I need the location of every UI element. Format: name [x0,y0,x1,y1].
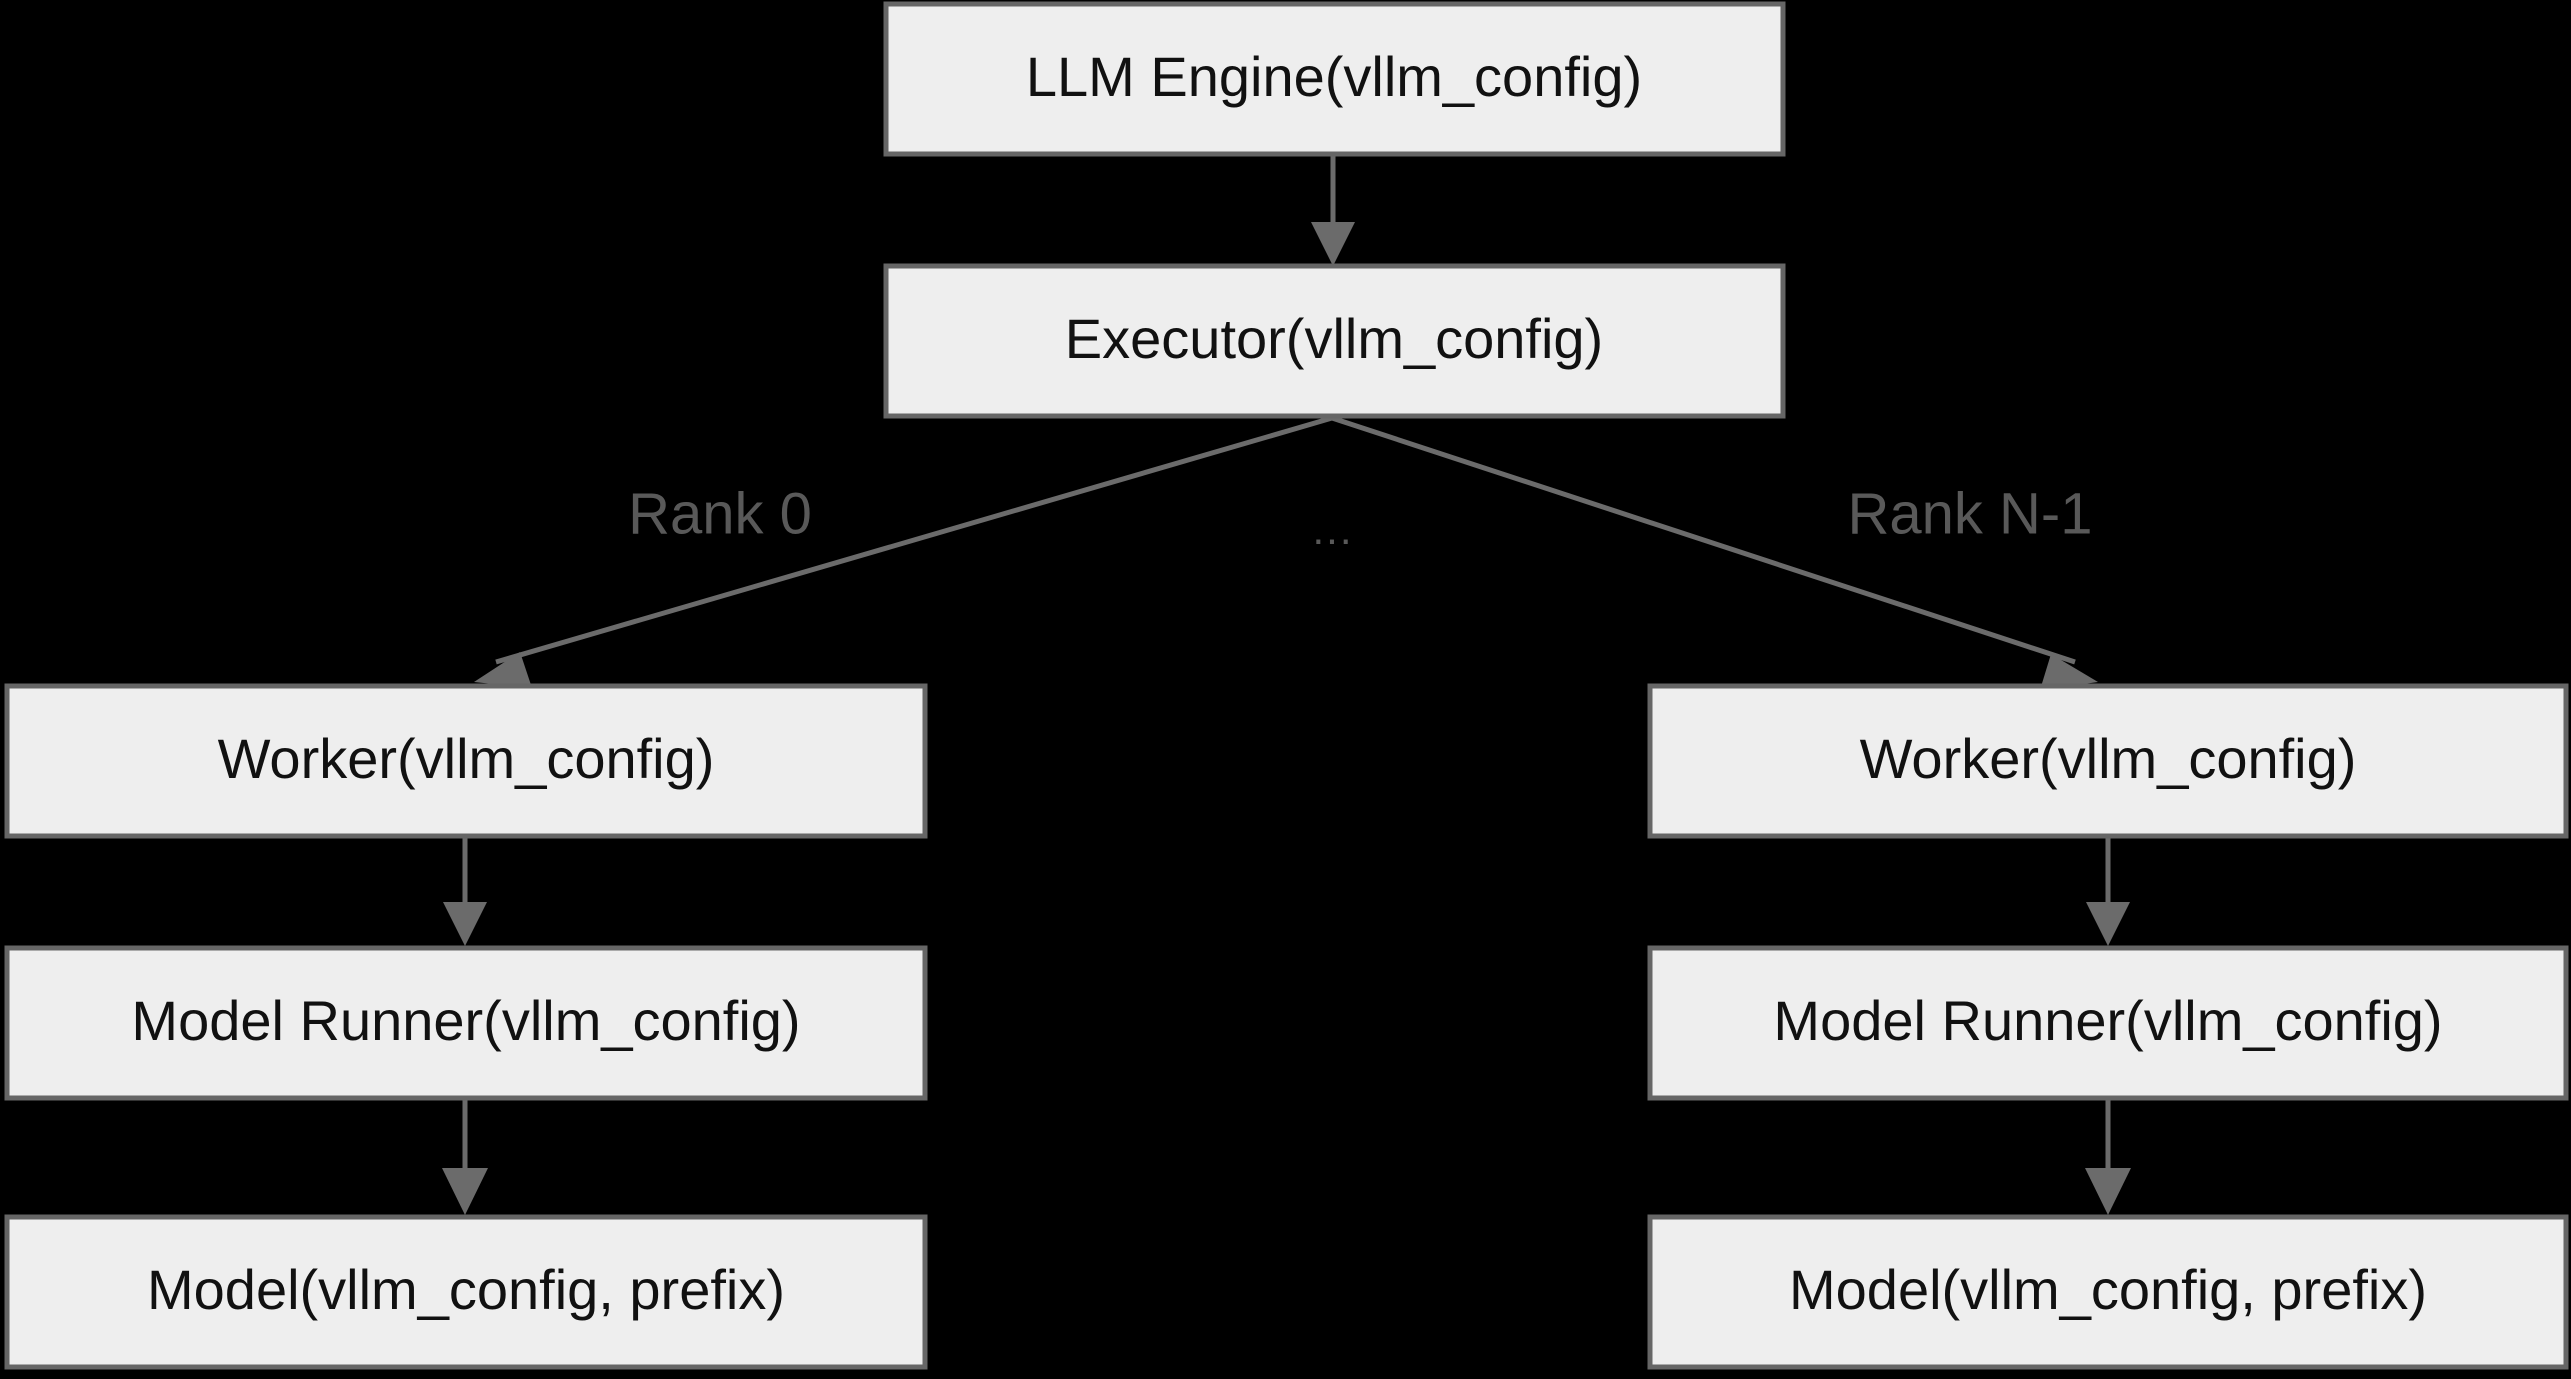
edge-executor-to-worker-rank0 [474,415,1333,688]
node-label: Worker(vllm_config) [1860,727,2357,790]
node-label: Model(vllm_config, prefix) [147,1258,785,1321]
node-model-rankn[interactable]: Model(vllm_config, prefix) [1647,1214,2569,1370]
node-box[interactable] [4,945,928,1101]
edge-line [1331,415,2076,665]
arrowhead-icon [443,902,487,946]
node-box[interactable] [1647,683,2569,839]
node-worker-rank0[interactable]: Worker(vllm_config) [4,683,928,839]
node-label: Worker(vllm_config) [218,727,715,790]
node-worker-rankn[interactable]: Worker(vllm_config) [1647,683,2569,839]
arrowhead-icon [474,652,532,688]
node-model-runner-rankn[interactable]: Model Runner(vllm_config) [1647,945,2569,1101]
edge-worker-to-model-runner-rankn [2086,836,2130,946]
node-label: Model(vllm_config, prefix) [1789,1258,2427,1321]
node-model-rank0[interactable]: Model(vllm_config, prefix) [4,1214,928,1370]
node-label: Model Runner(vllm_config) [1773,989,2442,1052]
edge-model-runner-to-model-rank0 [442,1098,488,1215]
edge-label-rank-0: Rank 0 [628,481,812,546]
arrowhead-icon [442,1168,488,1215]
node-model-runner-rank0[interactable]: Model Runner(vllm_config) [4,945,928,1101]
arrowhead-icon [1311,222,1355,266]
edge-worker-to-model-runner-rank0 [443,836,487,946]
node-executor[interactable]: Executor(vllm_config) [883,263,1786,419]
arrowhead-icon [2085,1168,2131,1215]
node-llm-engine[interactable]: LLM Engine(vllm_config) [883,1,1786,157]
arrowhead-icon [2086,902,2130,946]
edge-label-rank-n-minus-1: Rank N-1 [1848,481,2093,546]
node-box[interactable] [1647,945,2569,1101]
arrowhead-icon [2040,654,2098,690]
edge-executor-to-worker-rankn [1331,415,2098,690]
edge-line [495,415,1333,665]
node-box[interactable] [883,1,1786,157]
node-label: LLM Engine(vllm_config) [1026,45,1642,108]
edge-llm-engine-to-executor [1311,155,1355,266]
node-box[interactable] [4,1214,928,1370]
node-box[interactable] [883,263,1786,419]
node-label: Model Runner(vllm_config) [131,989,800,1052]
node-box[interactable] [1647,1214,2569,1370]
node-box[interactable] [4,683,928,839]
edge-label-ellipsis: ... [1312,506,1353,553]
node-label: Executor(vllm_config) [1065,307,1603,370]
edge-model-runner-to-model-rankn [2085,1098,2131,1215]
